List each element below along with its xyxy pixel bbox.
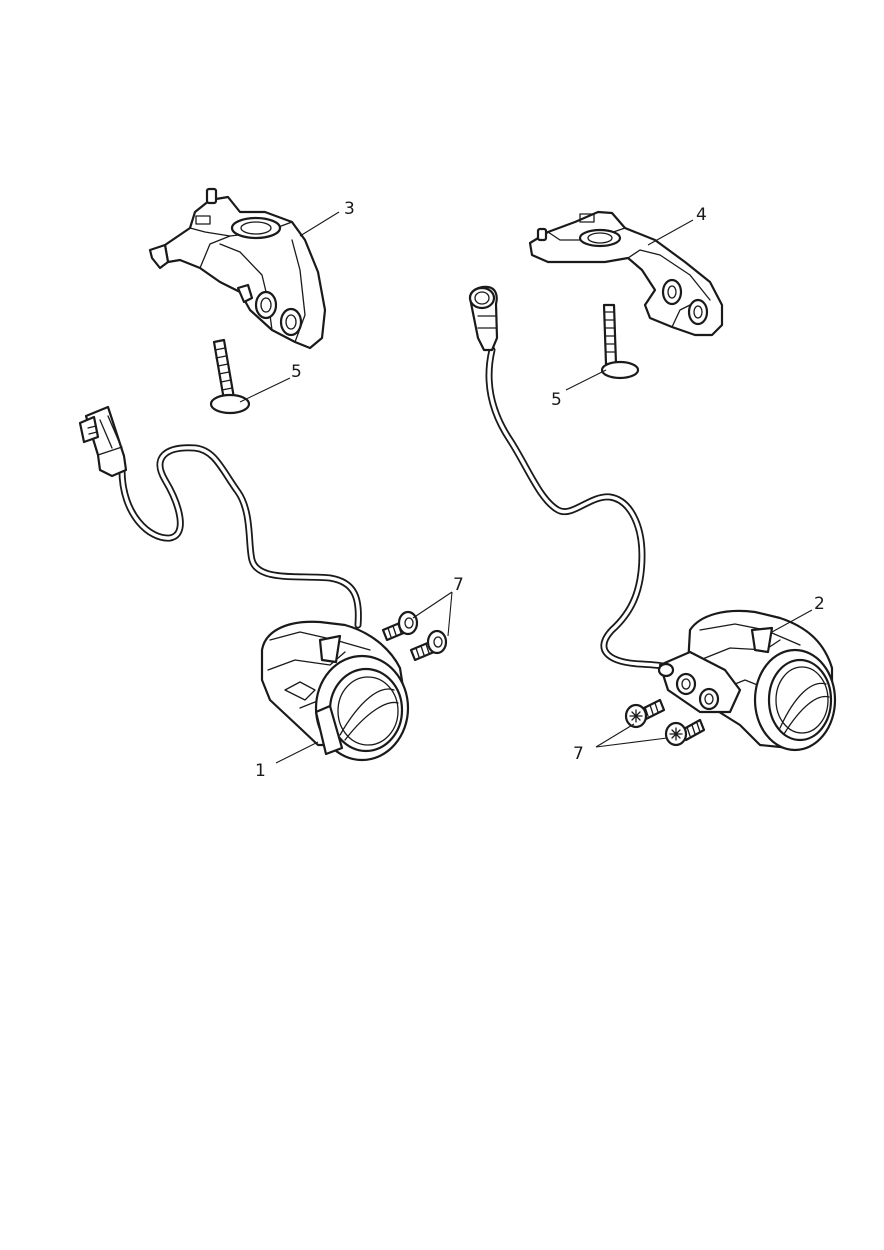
leader-lines [239,211,813,764]
callout-7-left: 7 [453,575,464,595]
right-flange-bolt [600,303,640,380]
left-wiring-harness [118,444,362,629]
callout-7-right: 7 [573,744,584,764]
callout-5-left: 5 [291,362,302,382]
right-harness-connector [468,285,499,352]
left-screw-lower [409,629,448,662]
callout-4: 4 [696,205,707,225]
right-screw-lower [664,718,706,747]
right-mounting-bracket [528,210,724,337]
left-auxiliary-lamp [260,620,410,762]
left-harness-connector [78,405,128,478]
left-screw-upper [381,610,419,642]
callout-5-right: 5 [551,390,562,410]
callout-2: 2 [814,594,825,614]
right-screw-upper [624,698,666,729]
right-auxiliary-lamp [657,609,837,752]
callout-3: 3 [344,199,355,219]
left-mounting-bracket [148,187,327,350]
left-flange-bolt [209,338,251,415]
right-wiring-harness [485,346,672,672]
callout-1: 1 [255,761,266,781]
